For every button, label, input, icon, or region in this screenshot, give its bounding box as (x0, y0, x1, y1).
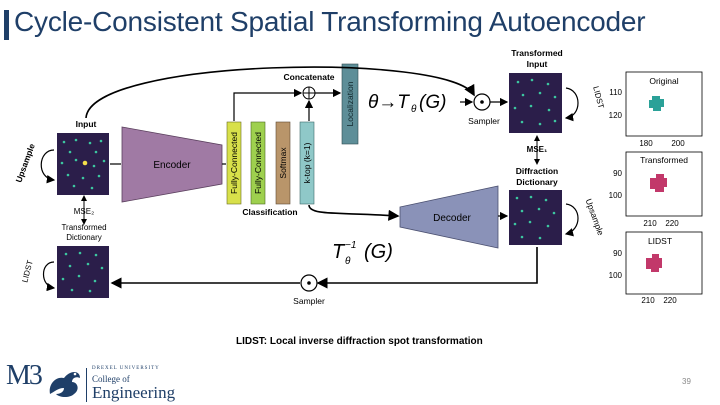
logo-engineering-text: Engineering (92, 383, 176, 402)
fully-connected-2-label: Fully-Connected (253, 132, 263, 194)
transformed-input-image (509, 73, 562, 133)
fully-connected-1-block: Fully-Connected (226, 121, 242, 205)
diffraction-dictionary-image (509, 190, 562, 245)
decoder-label: Decoder (433, 213, 471, 224)
transformed-dictionary-label-1: Transformed (61, 223, 106, 232)
inset-transformed: Transformed 90 100 210 220 (609, 151, 703, 228)
softmax-block: Softmax (275, 121, 291, 205)
fully-connected-1-label: Fully-Connected (229, 132, 239, 194)
upsample-right-loop (564, 203, 579, 237)
upsample-left-label: Upsample (14, 142, 37, 184)
transformed-dictionary-image (57, 246, 109, 298)
svg-text:−1: −1 (345, 240, 356, 251)
localization-label: Localization (345, 81, 355, 126)
svg-text:220: 220 (663, 296, 677, 305)
classification-label: Classification (242, 207, 297, 217)
transformed-input-label-2: Input (527, 59, 548, 69)
lidst-right-label: LIDST (591, 85, 606, 109)
upsample-left-loop (40, 149, 56, 184)
encoder-to-concat-arrow (233, 88, 303, 121)
svg-text:110: 110 (609, 88, 622, 97)
upsample-right-label: Upsample (584, 197, 607, 237)
svg-text:θ: θ (411, 104, 417, 115)
inset-lidst: LIDST 90 100 210 220 (609, 231, 703, 305)
logo-college-text: College of (92, 374, 130, 384)
ktop-label: k-top (k=1) (302, 142, 312, 183)
inset-original-label: Original (649, 76, 678, 86)
inset-transformed-label: Transformed (640, 155, 688, 165)
svg-text:θ→T: θ→T (368, 92, 410, 113)
svg-text:T: T (332, 241, 346, 263)
inset-original: Original 110 120 180 200 (609, 71, 703, 148)
title-accent-bar (4, 10, 9, 40)
svg-text:90: 90 (613, 169, 622, 178)
theta-transform-formula: θ→T θ (G) (368, 92, 446, 115)
ktop-block: k-top (k=1) (299, 121, 315, 205)
fully-connected-2-block: Fully-Connected (250, 121, 266, 205)
logo-university-text: DREXEL UNIVERSITY (92, 366, 160, 371)
softmax-label: Softmax (278, 147, 288, 179)
diffraction-dictionary-label-2: Dictionary (516, 177, 558, 187)
drexel-dragon-icon (49, 372, 80, 397)
decoder-block (399, 185, 499, 249)
svg-text:220: 220 (665, 219, 679, 228)
svg-text:210: 210 (641, 296, 655, 305)
ktop-to-decoder-arrow (308, 204, 400, 221)
transformed-dictionary-label-2: Dictionary (66, 233, 102, 242)
concatenate-label: Concatenate (283, 72, 334, 82)
logo-divider (86, 368, 87, 402)
input-image (57, 133, 109, 195)
encoder-label: Encoder (153, 160, 191, 171)
svg-text:120: 120 (609, 111, 623, 120)
lidst-right-loop (564, 87, 579, 122)
svg-text:100: 100 (609, 191, 623, 200)
inverse-transform-formula: T −1 θ (G) (332, 240, 393, 267)
encoder-block (121, 126, 223, 203)
m3-logo: M3 (6, 360, 43, 391)
svg-text:(G): (G) (419, 92, 446, 113)
sampler-top-node (473, 93, 491, 111)
page-number: 39 (682, 377, 691, 386)
lidst-left-loop (42, 261, 56, 292)
sampler-top-label: Sampler (468, 116, 500, 126)
svg-text:180: 180 (639, 139, 653, 148)
lidst-left-label: LIDST (20, 259, 35, 283)
lidst-caption: LIDST: Local inverse diffraction spot tr… (236, 336, 483, 347)
svg-text:(G): (G) (364, 241, 393, 263)
inset-lidst-label: LIDST (648, 236, 672, 246)
sampler-bottom-label: Sampler (293, 296, 325, 306)
input-label: Input (76, 119, 97, 129)
svg-text:210: 210 (643, 219, 657, 228)
transformed-input-label-1: Transformed (511, 48, 563, 58)
svg-text:200: 200 (671, 139, 685, 148)
input-to-sampler-arrow (85, 66, 475, 119)
svg-text:90: 90 (613, 249, 622, 258)
diffraction-dictionary-label-1: Diffraction (516, 166, 559, 176)
svg-text:100: 100 (609, 271, 623, 280)
sampler-bottom-node (300, 274, 318, 292)
dictionary-to-sampler-arrow (316, 247, 538, 289)
localization-block: Localization (341, 63, 359, 145)
concatenate-node (302, 86, 316, 100)
slide-title: Cycle-Consistent Spatial Transforming Au… (14, 6, 646, 37)
svg-text:θ: θ (345, 256, 351, 267)
